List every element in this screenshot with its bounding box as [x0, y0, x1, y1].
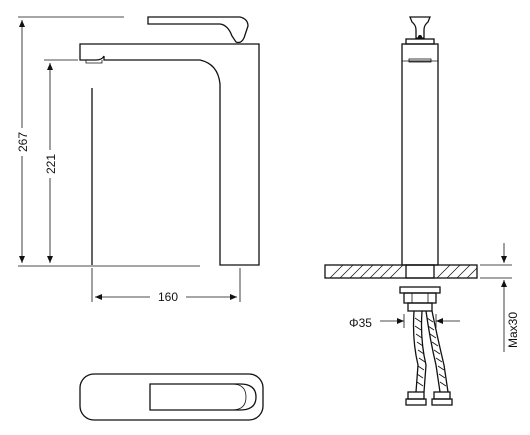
front-spout-body [79, 43, 260, 266]
dimension-max-deck: Max30 [480, 243, 520, 352]
side-handle-knob [409, 16, 431, 39]
mounting-shank [407, 302, 433, 312]
plan-handle [149, 383, 257, 411]
side-handle-base [405, 38, 435, 45]
mounting-nut [403, 292, 437, 304]
side-elevation-view [324, 16, 478, 406]
max-deck-label: Max30 [506, 312, 520, 348]
hole-diameter-label: Φ35 [349, 316, 372, 330]
hose-fitting-left [407, 391, 425, 400]
deck-section [324, 264, 478, 279]
top-plan-view [79, 373, 264, 421]
plan-outer-body [79, 373, 264, 421]
spout-height-label: 221 [44, 154, 58, 174]
dimension-hole-diameter: Φ35 [349, 314, 460, 330]
side-body [401, 43, 439, 266]
dimension-overall-height: 267 [14, 20, 30, 263]
braided-hoses [405, 310, 453, 406]
spout-reach-label: 160 [158, 290, 178, 304]
mounting-washer [399, 286, 441, 294]
dimension-spout-reach: 160 [95, 289, 237, 305]
dimension-spout-height: 221 [42, 63, 58, 263]
front-aerator [85, 60, 103, 64]
overall-height-label: 267 [16, 132, 30, 152]
front-handle-lever [147, 16, 249, 44]
deck-hatch [329, 264, 478, 279]
side-handle-dot [418, 35, 422, 39]
front-elevation-view [79, 16, 260, 266]
plan-handle-curve [231, 383, 247, 411]
hose-fitting-right [433, 391, 451, 400]
front-extension-lines [18, 16, 241, 302]
